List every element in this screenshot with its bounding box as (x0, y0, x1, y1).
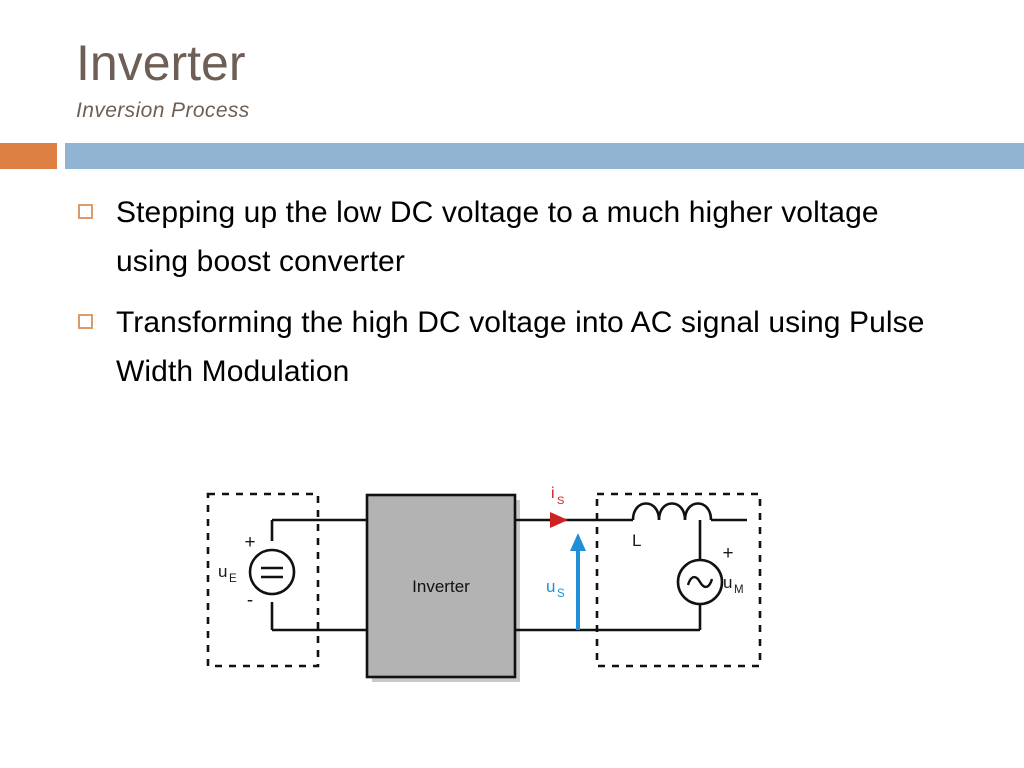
page-subtitle: Inversion Process (76, 99, 250, 122)
square-bullet-icon (78, 204, 93, 219)
voltage-label-subscript: S (557, 588, 565, 600)
square-bullet-icon (78, 314, 93, 329)
dc-source-symbol (248, 548, 296, 596)
voltage-label: u (546, 577, 555, 596)
title-area: Inverter Inversion Process (76, 34, 976, 124)
current-arrow-icon (550, 512, 568, 528)
ac-voltage-label: u (723, 573, 732, 592)
current-label-subscript: S (557, 495, 564, 507)
ac-voltage-label-subscript: M (734, 584, 744, 596)
dc-voltage-label: u (218, 562, 227, 581)
accent-bar-orange (0, 143, 57, 169)
inductor-icon (631, 502, 713, 521)
voltage-arrow-head-icon (570, 533, 586, 551)
page-title: Inverter (76, 35, 246, 91)
ac-plus-sign: + (722, 543, 733, 564)
dc-minus-sign: - (247, 590, 253, 611)
sine-wave-icon (686, 575, 714, 589)
dc-plus-sign: + (244, 532, 255, 553)
list-item-text: Stepping up the low DC voltage to a much… (116, 196, 879, 278)
accent-bar-blue (65, 143, 1024, 169)
current-label: i (551, 485, 555, 502)
inverter-circuit-diagram: + - u E Inverter i S u S L (190, 478, 790, 693)
inductor-label: L (632, 531, 641, 550)
list-item: Transforming the high DC voltage into AC… (78, 298, 968, 396)
list-item-text: Transforming the high DC voltage into AC… (116, 306, 925, 388)
dc-source-enclosure (206, 492, 320, 668)
dc-equals-icon (261, 566, 283, 579)
list-item: Stepping up the low DC voltage to a much… (78, 188, 968, 286)
inverter-block-label: Inverter (412, 577, 470, 596)
bullet-list: Stepping up the low DC voltage to a much… (78, 188, 968, 408)
inverter-block[interactable] (365, 493, 517, 679)
dc-voltage-label-subscript: E (229, 573, 237, 585)
